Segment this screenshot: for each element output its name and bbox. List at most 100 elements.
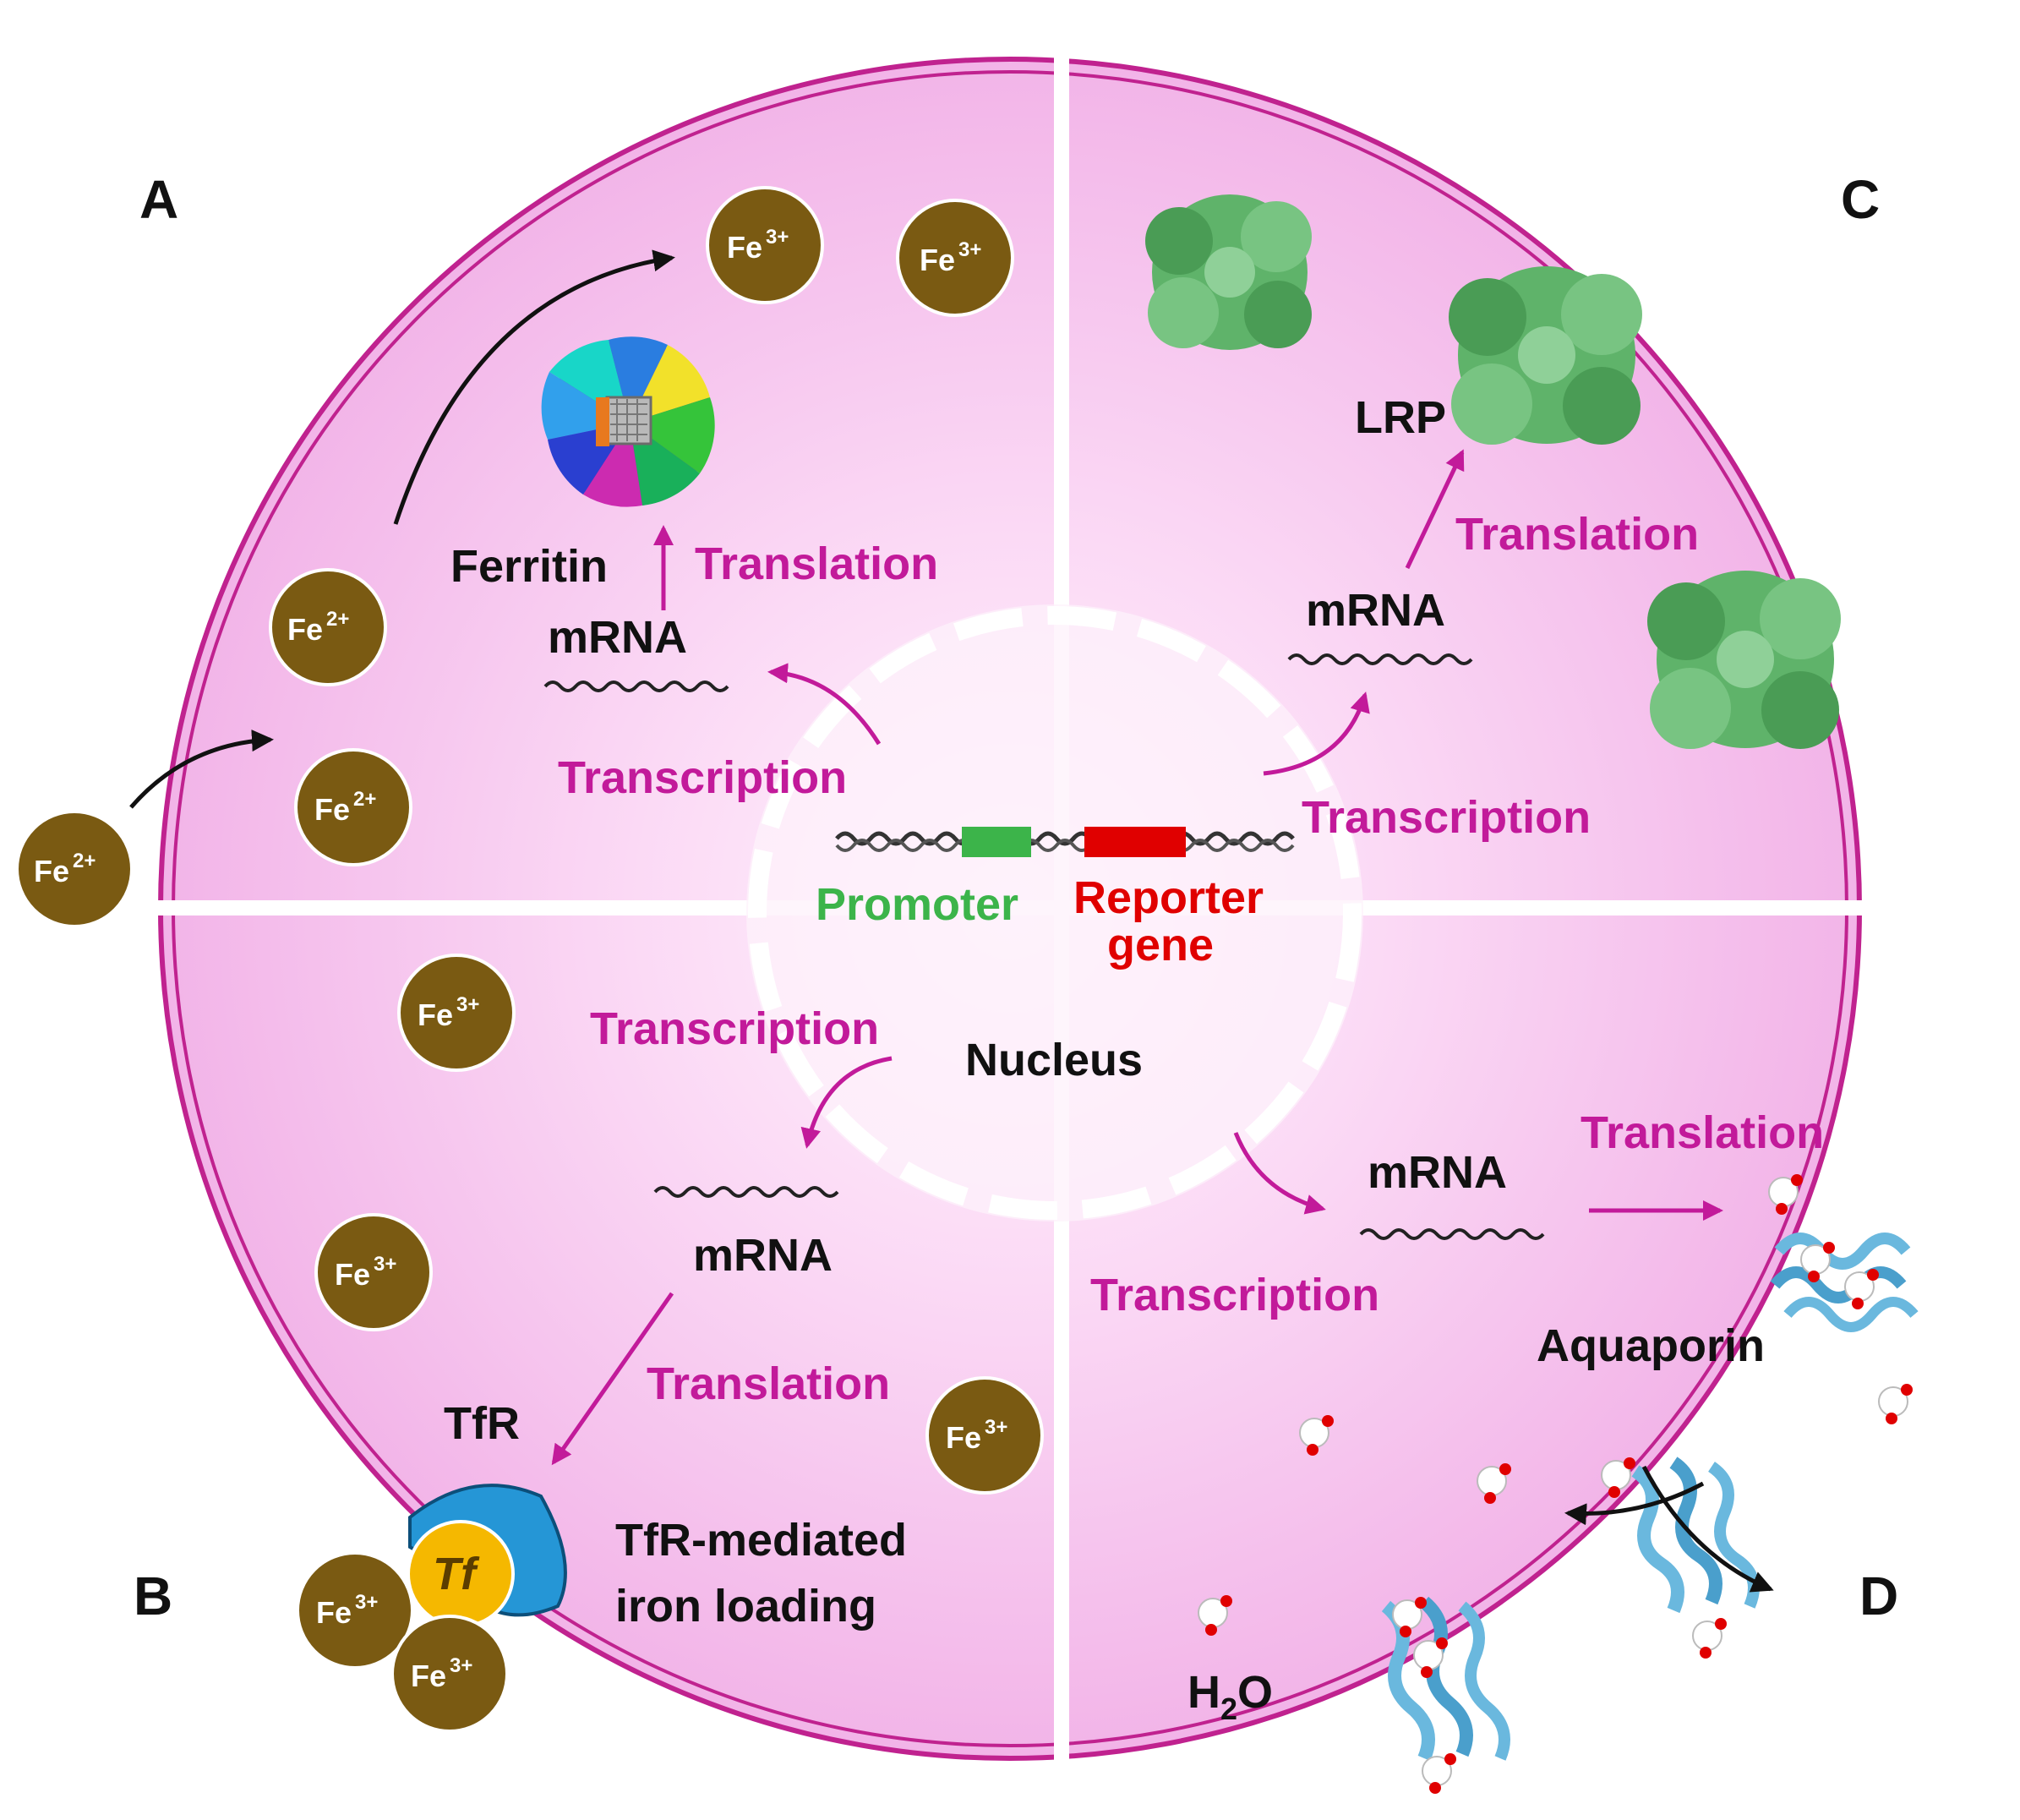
fe3-ion-a2: Fe 3+ [896,199,1014,317]
transcription-label-b: Transcription [590,1003,879,1054]
translation-arrow-b [551,1292,674,1466]
reporter-label-line2: gene [1107,920,1214,970]
quadrant-label-b: B [134,1566,172,1626]
water-molecule-icon-1 [1768,1174,1803,1215]
lrp-label: LRP [1355,392,1446,443]
fe2-ion-a1: Fe 2+ [269,568,387,686]
mrna-label-c: mRNA [1306,585,1445,636]
h2o-label: H2O [1187,1667,1273,1726]
water-molecule-icon-2 [1800,1242,1835,1282]
water-molecule-icon-11 [1413,1637,1448,1678]
quadrant-d: Transcription mRNA Translation Aquaporin… [1090,1107,1919,1794]
aquaporin-protein-icon-1 [1770,1232,1919,1332]
water-molecule-icon-12 [1422,1753,1456,1794]
svg-text:Fe: Fe [727,230,762,265]
svg-text:3+: 3+ [450,1654,472,1677]
mrna-strand-c [1287,653,1473,665]
quadrant-label-c: C [1841,169,1880,230]
svg-text:Tf: Tf [433,1549,480,1599]
water-molecule-icon-10 [1392,1597,1427,1637]
aquaporin-label: Aquaporin [1537,1320,1765,1371]
svg-text:Fe: Fe [314,792,350,827]
translation-label-a: Translation [695,538,938,589]
water-molecule-icon-8 [1692,1618,1727,1659]
fe3-ion-b3: Fe 3+ [925,1376,1044,1495]
transcription-arrow-d [1233,1132,1326,1215]
translation-label-d: Translation [1581,1107,1824,1158]
iron-uptake-arrow [129,730,274,809]
fe3-ion-tf2: Fe 3+ [390,1615,509,1733]
promoter-segment [962,827,1031,857]
lrp-protein-icon-1 [1145,194,1312,350]
tf-transferrin-icon: Tf [407,1520,515,1628]
svg-text:Fe: Fe [411,1659,446,1693]
transcription-arrow-b [800,1056,893,1149]
quadrant-label-d: D [1859,1566,1898,1626]
mrna-label-b: mRNA [693,1230,833,1281]
svg-text:3+: 3+ [766,226,789,249]
quadrant-b: Fe 3+ Fe 3+ Fe 3+ Transcription mRNA Tra… [296,954,1044,1733]
svg-text:3+: 3+ [985,1416,1007,1439]
quadrant-a: Ferritin Translation mRNA Transcription … [15,186,1014,928]
quadrant-c: LRP Translation mRNA Transcription [1145,194,1841,843]
transcription-arrow-c [1263,691,1370,776]
svg-text:3+: 3+ [374,1253,396,1276]
fe3-ion-tf1: Fe 3+ [296,1551,414,1670]
svg-text:Fe: Fe [287,612,323,647]
nucleus-label: Nucleus [965,1035,1143,1085]
svg-text:Fe: Fe [34,854,69,888]
water-molecule-icon-6 [1477,1463,1511,1504]
water-flow-arrow-out [1641,1465,1774,1593]
translation-label-b: Translation [647,1358,890,1409]
tfr-label: TfR [444,1398,520,1449]
reporter-label-line1: Reporter [1073,872,1264,923]
translation-arrow-c [1405,449,1465,570]
svg-text:2+: 2+ [353,788,376,811]
svg-text:2+: 2+ [73,850,96,872]
tfr-mediated-label-line1: TfR-mediated [615,1515,907,1566]
translation-label-c: Translation [1455,509,1699,560]
lrp-protein-icon-2 [1449,266,1642,445]
tfr-mediated-label-line2: iron loading [615,1581,876,1631]
ferritin-label: Ferritin [450,541,608,592]
fe2-ion-outside: Fe 2+ [15,810,134,928]
transcription-arrow-a [767,663,882,746]
transcription-label-c: Transcription [1302,792,1591,843]
water-flow-arrow-in [1564,1481,1705,1526]
dna-strand [835,827,1295,857]
svg-text:3+: 3+ [958,238,981,261]
lrp-protein-icon-3 [1647,571,1841,749]
water-molecule-icon-4 [1878,1384,1913,1424]
svg-text:Fe: Fe [946,1420,981,1455]
water-molecule-icon-5 [1299,1415,1334,1456]
water-molecule-icon-9 [1198,1595,1232,1636]
svg-text:Fe: Fe [418,997,453,1032]
mrna-label-d: mRNA [1368,1147,1507,1198]
svg-text:3+: 3+ [355,1591,378,1614]
mrna-strand-d [1359,1228,1545,1240]
svg-text:Fe: Fe [335,1257,370,1292]
fe3-ion-a1: Fe 3+ [706,186,824,304]
promoter-label: Promoter [816,879,1018,930]
svg-text:Fe: Fe [920,243,955,277]
mrna-strand-a [543,680,729,692]
nucleus [746,604,1363,1222]
svg-text:2+: 2+ [326,608,349,631]
quadrant-label-a: A [139,169,178,230]
mrna-strand-b [653,1186,839,1198]
water-molecule-icon-3 [1844,1269,1879,1309]
svg-text:Fe: Fe [316,1595,352,1630]
transcription-label-a: Transcription [558,752,847,803]
water-molecule-icon-7 [1601,1457,1635,1498]
fe2-ion-a2: Fe 2+ [294,748,412,866]
iron-storage-arrow [393,249,675,525]
reporter-gene-segment [1084,827,1186,857]
svg-text:3+: 3+ [456,993,479,1016]
fe3-ion-b1: Fe 3+ [397,954,516,1072]
fe3-ion-b2: Fe 3+ [314,1213,433,1331]
ferritin-protein-icon [541,336,715,507]
mrna-label-a: mRNA [548,612,687,663]
transcription-label-d: Transcription [1090,1270,1379,1320]
